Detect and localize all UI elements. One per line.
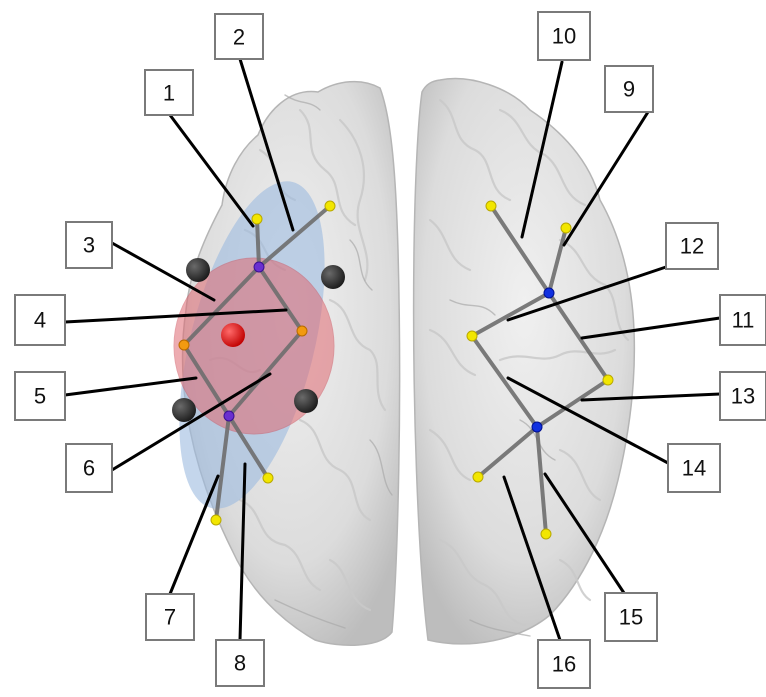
- yellow-node: [473, 472, 483, 482]
- orange-node: [179, 340, 189, 350]
- purple-node: [224, 411, 234, 421]
- callout-1: 1: [145, 70, 193, 115]
- yellow-node: [486, 201, 496, 211]
- yellow-node: [263, 473, 273, 483]
- callout-14-text: 14: [682, 456, 706, 481]
- callout-6: 6: [66, 444, 112, 492]
- callout-7: 7: [146, 594, 194, 640]
- yellow-node: [467, 331, 477, 341]
- callout-12-text: 12: [680, 234, 704, 259]
- callout-9-text: 9: [623, 77, 635, 102]
- yellow-node: [603, 375, 613, 385]
- callout-1-text: 1: [163, 81, 175, 106]
- callout-16-text: 16: [552, 652, 576, 677]
- yellow-node: [211, 515, 221, 525]
- callout-14: 14: [668, 444, 720, 492]
- callout-4-text: 4: [34, 308, 46, 333]
- electrode: [321, 265, 345, 289]
- electrode: [172, 398, 196, 422]
- callout-4: 4: [15, 295, 65, 345]
- callout-13: 13: [720, 372, 766, 420]
- callout-5-text: 5: [34, 384, 46, 409]
- yellow-node: [541, 529, 551, 539]
- callout-13-text: 13: [731, 384, 755, 409]
- purple-node: [254, 262, 264, 272]
- callout-5: 5: [15, 372, 65, 420]
- callout-16: 16: [538, 640, 590, 688]
- callout-15: 15: [605, 593, 657, 641]
- callout-10-text: 10: [552, 24, 576, 49]
- callout-6-text: 6: [83, 456, 95, 481]
- yellow-node: [252, 214, 262, 224]
- blue-node: [544, 288, 554, 298]
- callout-2: 2: [215, 14, 263, 59]
- electrode: [186, 258, 210, 282]
- orange-node: [297, 326, 307, 336]
- callout-3: 3: [66, 222, 112, 268]
- callout-15-text: 15: [619, 605, 643, 630]
- callout-8: 8: [216, 640, 264, 686]
- red-center-node: [221, 323, 245, 347]
- callout-11-text: 11: [732, 308, 755, 333]
- callout-3-text: 3: [83, 233, 95, 258]
- callout-2-text: 2: [233, 25, 245, 50]
- blue-node: [532, 422, 542, 432]
- callout-10: 10: [538, 12, 590, 60]
- yellow-node: [325, 201, 335, 211]
- callout-7-text: 7: [164, 605, 176, 630]
- yellow-node: [561, 223, 571, 233]
- callout-8-text: 8: [234, 651, 246, 676]
- callout-12: 12: [666, 223, 718, 269]
- electrode: [294, 389, 318, 413]
- leader-line-5: [65, 378, 196, 395]
- callout-9: 9: [605, 66, 653, 112]
- callout-11: 11: [720, 295, 766, 345]
